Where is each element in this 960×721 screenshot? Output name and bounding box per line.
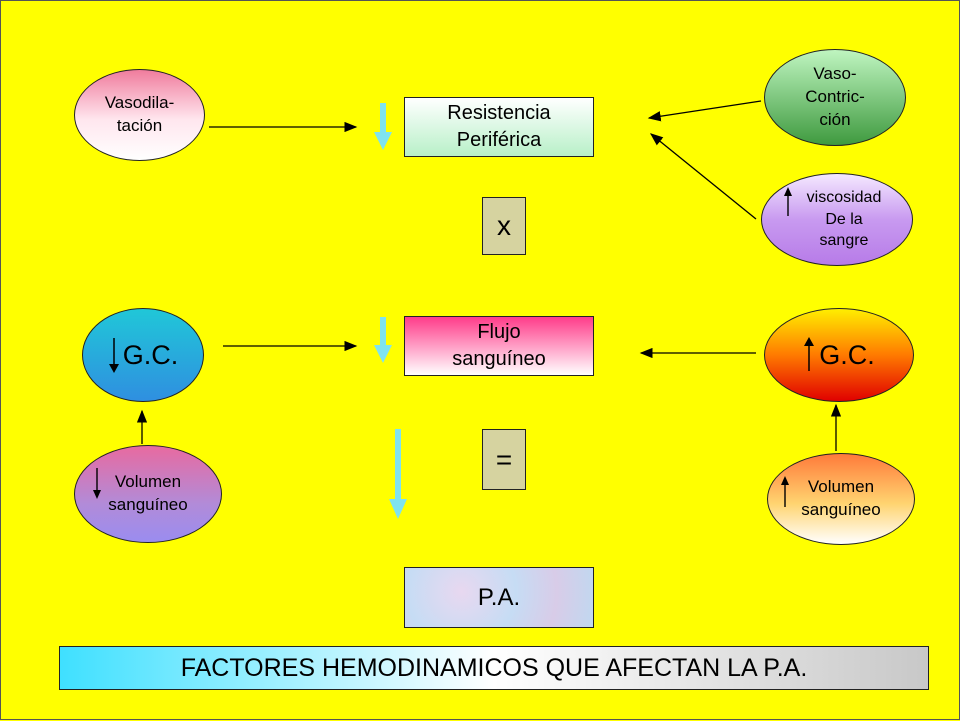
down-arrow-icon [108, 338, 119, 373]
arrow-vasoconstriction-to-resistance [647, 100, 762, 122]
multiply-operator: x [482, 197, 526, 255]
right-cardiac-output-node: G.C. [764, 308, 914, 402]
pressure-box: P.A. [404, 567, 594, 628]
equals-operator: = [482, 429, 526, 490]
left-cardiac-output-label: G.C. [122, 339, 179, 370]
flow-label: Flujo sanguíneo [452, 321, 546, 370]
down-arrow-icon [93, 468, 101, 499]
decrease-arrow-flow [374, 317, 392, 363]
right-cardiac-output-label: G.C. [819, 339, 875, 370]
pressure-label: P.A. [477, 583, 521, 611]
viscosity-node: viscosidad De la sangre [761, 173, 913, 266]
resistance-box: Resistencia Periférica [404, 97, 594, 157]
up-arrow-icon [804, 337, 815, 371]
equals-label: = [495, 443, 513, 475]
right-blood-volume-label: Volumen sanguíneo [801, 477, 881, 519]
viscosity-label: viscosidad De la sangre [806, 189, 882, 250]
right-blood-volume-node: Volumen sanguíneo [767, 453, 915, 545]
vasodilation-label: Vasodila- tación [104, 93, 175, 135]
up-arrow-icon [784, 187, 792, 216]
caption-label: FACTORES HEMODINAMICOS QUE AFECTAN LA P.… [180, 653, 808, 682]
decrease-arrow-resistance [374, 103, 392, 150]
caption-box: FACTORES HEMODINAMICOS QUE AFECTAN LA P.… [59, 646, 929, 690]
left-blood-volume-node: Volumen sanguíneo [74, 445, 222, 543]
left-cardiac-output-node: G.C. [82, 308, 204, 402]
flow-box: Flujo sanguíneo [404, 316, 594, 376]
decrease-arrow-pressure [389, 429, 407, 519]
resistance-label: Resistencia Periférica [447, 102, 551, 151]
vasoconstriction-label: Vaso- Contric- ción [805, 64, 865, 129]
left-blood-volume-label: Volumen sanguíneo [108, 472, 188, 514]
vasodilation-node: Vasodila- tación [74, 69, 205, 161]
multiply-label: x [497, 210, 511, 241]
up-arrow-icon [781, 476, 789, 507]
vasoconstriction-node: Vaso- Contric- ción [764, 49, 906, 146]
arrow-viscosity-to-resistance [649, 133, 757, 220]
